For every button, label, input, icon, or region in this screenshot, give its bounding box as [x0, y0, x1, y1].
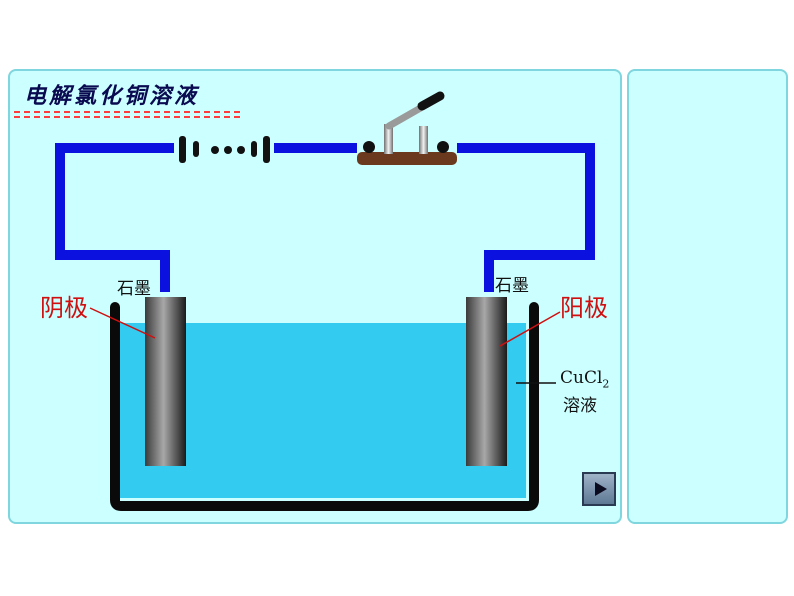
anode-label: 阳极 [560, 294, 608, 322]
cathode-label: 阴极 [40, 294, 88, 322]
cucl2-solution [120, 323, 526, 498]
play-button[interactable] [582, 472, 616, 506]
title-underline-2 [14, 116, 240, 118]
solution-formula-label: CuCl2 [560, 368, 609, 390]
right-graphite-label: 石墨 [495, 276, 529, 296]
left-graphite-label: 石墨 [117, 279, 151, 299]
battery-icon [174, 136, 274, 163]
play-icon [594, 482, 607, 496]
solution-formula: CuCl [560, 368, 603, 388]
solution-word-label: 溶液 [563, 396, 597, 416]
switch-icon [357, 91, 457, 165]
page-title: 电解氯化铜溶液 [24, 83, 200, 109]
beaker [110, 302, 539, 511]
left-graphite-electrode [145, 297, 186, 466]
solution-formula-subscript: 2 [602, 377, 610, 391]
cathode-leader-line [89, 307, 156, 339]
title-underline [14, 111, 240, 113]
right-graphite-electrode [466, 297, 507, 466]
circuit-wire [55, 143, 595, 292]
side-panel [627, 69, 788, 524]
anode-leader-line [499, 311, 561, 347]
